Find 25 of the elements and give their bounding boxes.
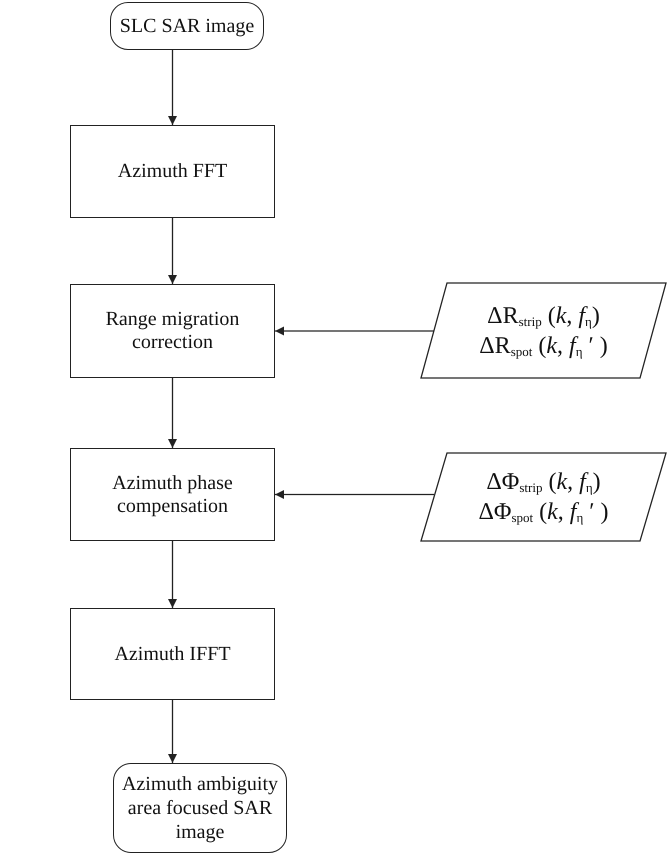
node-label: SLC SAR image <box>118 14 256 38</box>
process-box <box>70 125 275 218</box>
input-parallelogram <box>421 283 666 378</box>
arrow <box>168 218 177 284</box>
input-parallelogram <box>421 453 666 541</box>
node-label: Azimuth ambiguity area focused SAR image <box>120 772 280 844</box>
process-box <box>70 448 275 541</box>
node-label: Azimuth FFT <box>118 160 228 183</box>
arrow <box>168 700 177 763</box>
node-label: Azimuth phase compensation <box>111 472 234 518</box>
arrow <box>168 378 177 448</box>
process-box <box>70 284 275 378</box>
arrow <box>275 490 434 499</box>
arrow <box>168 541 177 608</box>
node-label: Range migration correction <box>104 308 240 354</box>
process-box <box>70 608 275 700</box>
formula-text: ΔR$_{strip}$ (k, f$_{η}$) <box>487 302 600 330</box>
terminal-box <box>113 763 287 853</box>
arrow <box>168 50 177 125</box>
formula-text: ΔΦ$_{strip}$ (k, f$_{η}$) <box>486 468 601 497</box>
arrow <box>275 326 434 336</box>
terminal-box <box>110 2 264 50</box>
formula-text: ΔR$_{spot}$ (k, f$_{η}$ ′ ) <box>479 332 608 360</box>
node-label: Azimuth IFFT <box>114 642 231 666</box>
formula-text: ΔΦ$_{spot}$ (k, f$_{η}$ ′ ) <box>478 498 609 527</box>
